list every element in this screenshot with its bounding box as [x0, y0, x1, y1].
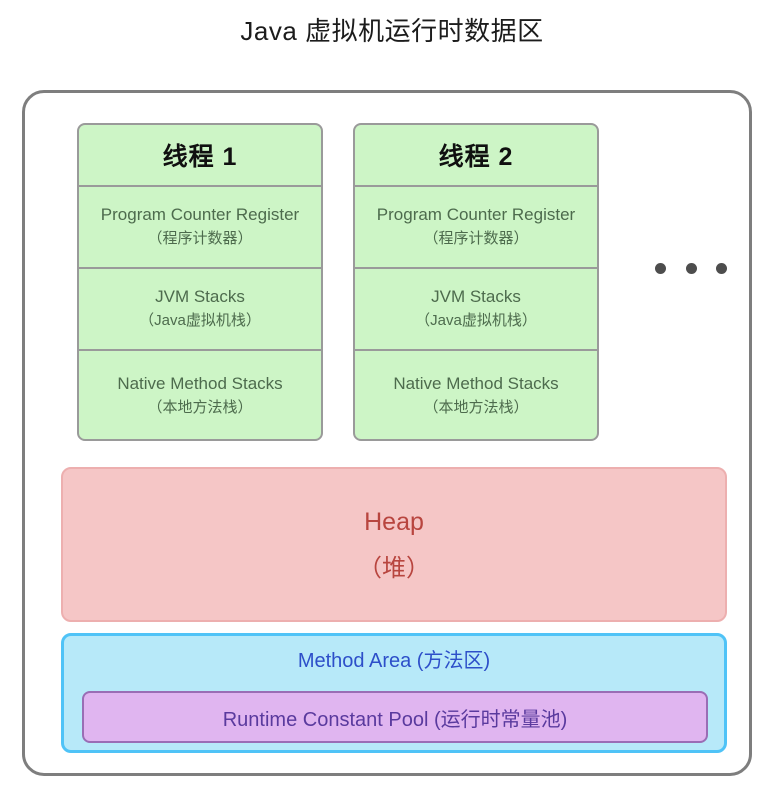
- thread-2-header: 线程 2: [355, 125, 597, 187]
- runtime-constant-pool-box: Runtime Constant Pool (运行时常量池): [82, 691, 708, 743]
- thread-1-native-label-en: Native Method Stacks: [117, 374, 283, 393]
- thread-box-2: 线程 2 Program Counter Register （程序计数器） JV…: [353, 123, 599, 441]
- thread-1-native-label-cn: （本地方法栈）: [147, 399, 253, 416]
- thread-1-native-method-stacks: Native Method Stacks （本地方法栈）: [79, 351, 321, 439]
- ellipsis-dot-1: [655, 263, 666, 274]
- thread-1-header: 线程 1: [79, 125, 321, 187]
- thread-1-jvm-label-cn: （Java虚拟机栈）: [139, 312, 261, 329]
- thread-2-jvm-label-cn: （Java虚拟机栈）: [415, 312, 537, 329]
- thread-2-pc-label-cn: （程序计数器）: [423, 230, 529, 247]
- thread-1-program-counter-register: Program Counter Register （程序计数器）: [79, 187, 321, 269]
- thread-box-1: 线程 1 Program Counter Register （程序计数器） JV…: [77, 123, 323, 441]
- diagram-title: Java 虚拟机运行时数据区: [240, 16, 544, 46]
- thread-1-jvm-label-en: JVM Stacks: [155, 287, 245, 306]
- thread-2-native-label-cn: （本地方法栈）: [423, 399, 529, 416]
- more-threads-ellipsis-icon: [655, 263, 727, 274]
- heap-label-cn: （堆）: [358, 554, 430, 582]
- thread-2-native-label-en: Native Method Stacks: [393, 374, 559, 393]
- thread-1-pc-label-en: Program Counter Register: [100, 205, 300, 224]
- runtime-constant-pool-label: Runtime Constant Pool (运行时常量池): [222, 708, 568, 731]
- thread-row: 线程 1 Program Counter Register （程序计数器） JV…: [77, 123, 727, 443]
- jvm-runtime-container: 线程 1 Program Counter Register （程序计数器） JV…: [22, 90, 752, 776]
- heap-label-en: Heap: [364, 507, 424, 536]
- thread-2-jvm-label-en: JVM Stacks: [431, 287, 521, 306]
- thread-1-jvm-stacks: JVM Stacks （Java虚拟机栈）: [79, 269, 321, 351]
- heap-box: Heap （堆）: [61, 467, 727, 622]
- ellipsis-dot-3: [716, 263, 727, 274]
- thread-2-jvm-stacks: JVM Stacks （Java虚拟机栈）: [355, 269, 597, 351]
- thread-2-native-method-stacks: Native Method Stacks （本地方法栈）: [355, 351, 597, 439]
- method-area-label: Method Area (方法区): [297, 650, 491, 672]
- thread-2-program-counter-register: Program Counter Register （程序计数器）: [355, 187, 597, 269]
- thread-1-pc-label-cn: （程序计数器）: [147, 230, 253, 247]
- ellipsis-dot-2: [685, 263, 697, 274]
- thread-2-pc-label-en: Program Counter Register: [376, 205, 576, 224]
- method-area-box: Method Area (方法区) Runtime Constant Pool …: [61, 633, 727, 753]
